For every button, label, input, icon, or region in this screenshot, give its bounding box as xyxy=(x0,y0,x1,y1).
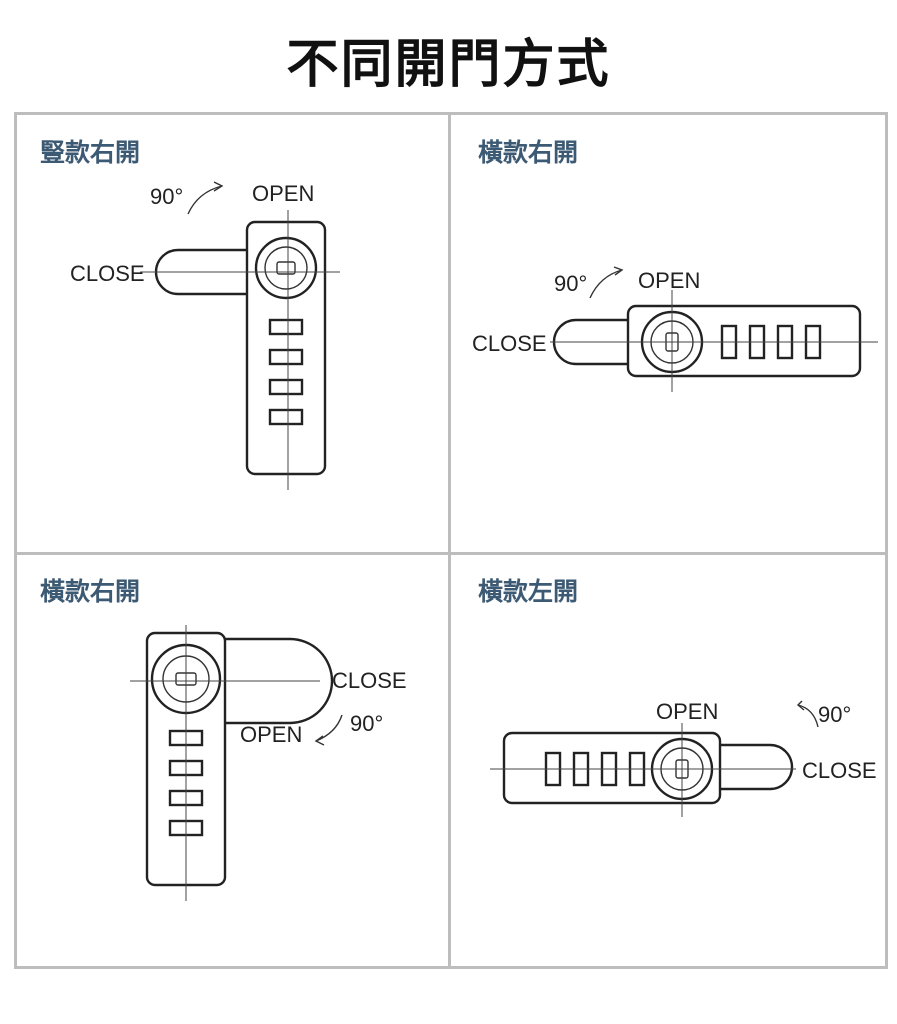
panel-1-label: 豎款右開 xyxy=(40,138,141,167)
key-cylinder-inner xyxy=(264,246,308,290)
horizontal-lock-right-open-diagram: 90° OPEN CLOSE xyxy=(472,266,878,392)
vertical-lock-right-open-diagram: 90° OPEN CLOSE xyxy=(70,181,340,490)
open-label: OPEN xyxy=(638,268,700,293)
page-title: 不同開門方式 xyxy=(286,35,611,95)
open-label: OPEN xyxy=(252,181,314,206)
open-label: OPEN xyxy=(656,699,718,724)
rotation-arrowhead xyxy=(613,266,624,276)
keyhole xyxy=(276,261,296,275)
rotation-arrowhead xyxy=(314,735,325,746)
rotation-arrowhead xyxy=(213,181,224,192)
panel-4-label: 橫款左開 xyxy=(478,577,579,606)
rotation-arrow xyxy=(797,704,819,728)
dial-4 xyxy=(268,408,304,426)
panel-grid xyxy=(14,112,888,969)
close-label: CLOSE xyxy=(332,668,407,693)
open-label: OPEN xyxy=(240,722,302,747)
dial-3 xyxy=(268,378,304,396)
dial-2 xyxy=(268,348,304,366)
combination-dials xyxy=(268,318,304,426)
dial-1 xyxy=(268,318,304,336)
rotation-arrow xyxy=(187,185,223,215)
angle-label: 90° xyxy=(350,711,383,736)
vertical-lock-right-open-diagram-2: CLOSE OPEN 90° xyxy=(130,625,407,901)
panel-3-label: 橫款右開 xyxy=(40,577,141,606)
rotation-arrow xyxy=(589,269,623,299)
grid-vertical-divider xyxy=(448,112,451,969)
rotation-arrowhead xyxy=(796,700,805,711)
close-label: CLOSE xyxy=(802,758,877,783)
angle-label: 90° xyxy=(554,271,587,296)
rotation-arrow xyxy=(315,714,343,742)
panel-2-label: 橫款右開 xyxy=(478,138,579,167)
shackle xyxy=(714,743,794,791)
close-label: CLOSE xyxy=(472,331,547,356)
angle-label: 90° xyxy=(818,702,851,727)
angle-label: 90° xyxy=(150,184,183,209)
close-label: CLOSE xyxy=(70,261,145,286)
horizontal-lock-left-open-diagram: OPEN 90° CLOSE xyxy=(490,699,877,817)
grid-horizontal-divider xyxy=(14,552,888,555)
